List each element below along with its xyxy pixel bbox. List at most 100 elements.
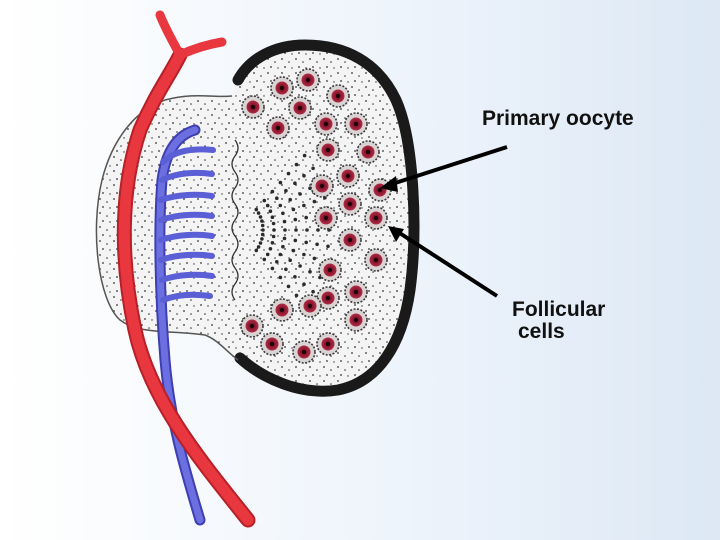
follicle bbox=[364, 206, 388, 230]
follicle bbox=[344, 280, 368, 304]
ovary-capsule bbox=[232, 39, 420, 397]
stroma-dot bbox=[294, 162, 299, 167]
stroma-dot bbox=[294, 228, 298, 232]
stroma-dot bbox=[298, 264, 302, 268]
follicle bbox=[266, 116, 290, 140]
label-follicular-line1: Follicular bbox=[512, 298, 606, 321]
stroma-dot bbox=[304, 240, 309, 245]
stroma-dot bbox=[304, 215, 309, 220]
stroma-dot bbox=[282, 236, 287, 241]
stroma-dot bbox=[293, 181, 297, 185]
stroma-dot bbox=[302, 174, 306, 178]
stroma-dot bbox=[254, 207, 259, 212]
stroma-dot bbox=[305, 228, 309, 232]
stroma-dot bbox=[278, 180, 283, 185]
follicle bbox=[260, 332, 284, 356]
stroma-dot bbox=[318, 275, 322, 280]
stroma-dot bbox=[282, 219, 287, 224]
stroma-dot bbox=[302, 252, 306, 257]
stroma-dot bbox=[270, 215, 275, 219]
stroma-dot bbox=[281, 211, 285, 216]
stroma-dot bbox=[260, 219, 264, 223]
follicle bbox=[292, 340, 316, 364]
stroma-dot bbox=[293, 217, 298, 222]
follicle bbox=[270, 298, 294, 322]
arrow-pointer-icon bbox=[380, 145, 508, 298]
stroma-dot bbox=[265, 252, 270, 257]
stroma-dot bbox=[270, 266, 275, 271]
stroma-dot bbox=[312, 199, 317, 204]
stroma-dot bbox=[270, 241, 275, 245]
stroma-dot bbox=[256, 245, 261, 249]
stroma-dot bbox=[298, 192, 302, 196]
stroma-dot bbox=[294, 293, 299, 298]
stroma-dot bbox=[315, 242, 319, 247]
stroma-dot bbox=[278, 275, 283, 280]
follicle bbox=[338, 228, 362, 252]
stroma-dot bbox=[275, 260, 279, 264]
stroma-dot bbox=[288, 258, 293, 263]
stroma-dot bbox=[302, 153, 307, 158]
stroma-dot bbox=[268, 209, 273, 213]
stroma-dot bbox=[262, 257, 267, 262]
stroma-dot bbox=[278, 252, 283, 257]
stroma-dot bbox=[260, 237, 264, 241]
stroma-dot bbox=[278, 203, 283, 208]
stroma-dot bbox=[291, 248, 296, 253]
stroma-dot bbox=[272, 228, 276, 232]
stroma-dot bbox=[260, 232, 265, 237]
stroma-dot bbox=[262, 198, 267, 203]
follicle bbox=[316, 332, 340, 356]
stroma-dot bbox=[268, 247, 273, 251]
stroma-dot bbox=[284, 188, 288, 193]
stroma-dot bbox=[284, 267, 288, 272]
follicle bbox=[314, 112, 338, 136]
follicle bbox=[344, 308, 368, 332]
follicle bbox=[364, 248, 388, 272]
follicle bbox=[356, 140, 380, 164]
stroma-dot bbox=[302, 282, 306, 287]
stroma-dot bbox=[288, 197, 293, 202]
follicle bbox=[241, 95, 265, 119]
follicles-group bbox=[240, 68, 392, 364]
stroma-dot bbox=[270, 189, 275, 194]
stroma-dot-lines bbox=[254, 153, 331, 307]
stroma-dot bbox=[293, 238, 298, 243]
follicle bbox=[338, 192, 362, 216]
stroma-dot bbox=[258, 241, 263, 245]
stroma-dot bbox=[308, 270, 312, 274]
stroma-dot bbox=[275, 196, 279, 200]
stroma-dot bbox=[286, 171, 291, 176]
follicle bbox=[298, 294, 322, 318]
follicle bbox=[314, 206, 338, 230]
stroma-dot bbox=[312, 256, 317, 261]
label-primary-oocyte: Primary oocyte bbox=[482, 107, 634, 130]
follicle bbox=[326, 84, 350, 108]
follicle bbox=[316, 286, 340, 310]
stroma-dot bbox=[311, 166, 315, 171]
stroma-dot bbox=[293, 275, 297, 279]
stroma-dot bbox=[291, 207, 296, 212]
stroma-dot bbox=[326, 244, 330, 249]
follicle bbox=[296, 68, 320, 92]
stroma-dot bbox=[283, 228, 287, 232]
follicle bbox=[310, 174, 334, 198]
follicle bbox=[270, 76, 294, 100]
stroma-dot bbox=[271, 221, 276, 226]
stroma-dot bbox=[261, 228, 265, 232]
follicle bbox=[316, 138, 340, 162]
stroma-dot bbox=[286, 284, 291, 289]
follicle bbox=[240, 314, 264, 338]
stroma-dot bbox=[271, 234, 276, 239]
stroma-dot bbox=[311, 289, 315, 294]
stroma-dot bbox=[281, 244, 285, 249]
stroma-dot bbox=[316, 228, 320, 232]
vein bbox=[154, 124, 216, 526]
stroma-dot bbox=[258, 215, 263, 219]
follicle bbox=[344, 112, 368, 136]
medulla-border bbox=[231, 139, 239, 301]
stroma-dot bbox=[254, 248, 259, 253]
label-follicular-line2: cells bbox=[518, 320, 565, 343]
follicle bbox=[318, 258, 342, 282]
